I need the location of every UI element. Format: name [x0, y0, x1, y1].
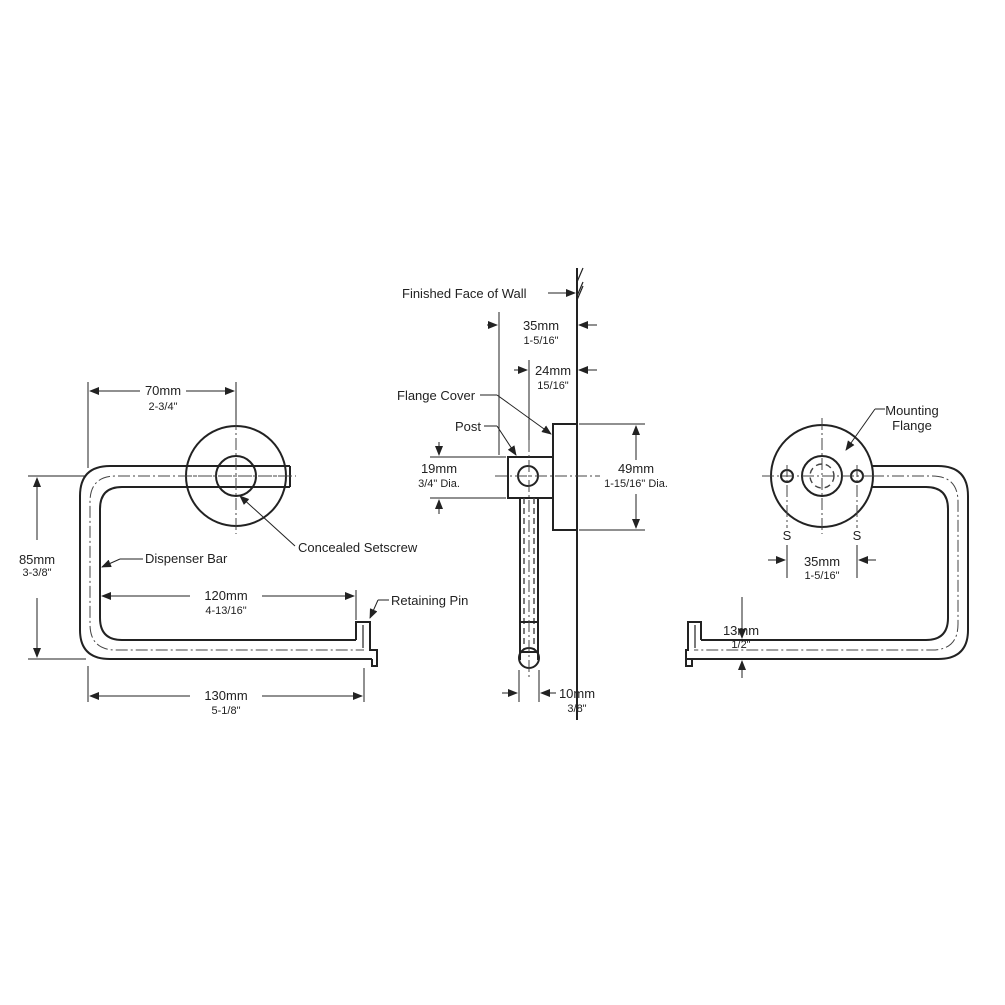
dim-35b-mm: 35mm — [804, 554, 840, 569]
dim-130-mm: 130mm — [204, 688, 247, 703]
dim-35-mm: 35mm — [523, 318, 559, 333]
left-view: 70mm 2-3/4" 85mm 3-3/8" 120mm 4-13/16" 1… — [19, 382, 468, 717]
dim-85-in: 3-3/8" — [23, 567, 52, 579]
dim-70-in: 2-3/4" — [149, 401, 178, 413]
label-concealed-setscrew: Concealed Setscrew — [298, 540, 418, 555]
right-bar-outer — [686, 465, 969, 660]
dim-13-mm: 13mm — [723, 623, 759, 638]
dim-70-mm: 70mm — [145, 383, 181, 398]
dispenser-bar-outer — [79, 465, 372, 660]
dim-10-mm: 10mm — [559, 686, 595, 701]
label-post: Post — [455, 419, 481, 434]
label-s-left: S — [783, 528, 792, 543]
dim-13-in: 1/2" — [731, 639, 750, 651]
dim-35b-in: 1-5/16" — [804, 570, 839, 582]
retaining-pin — [355, 621, 378, 667]
dim-19-mm: 19mm — [421, 461, 457, 476]
flange-cover — [552, 423, 578, 531]
right-bar-inner — [701, 486, 949, 641]
label-dispenser-bar: Dispenser Bar — [145, 551, 228, 566]
dim-24-mm: 24mm — [535, 363, 571, 378]
dispenser-bar-centerline — [89, 475, 364, 651]
dim-130-in: 5-1/8" — [212, 705, 241, 717]
label-mounting: Mounting — [885, 403, 938, 418]
dim-35-in: 1-5/16" — [523, 335, 558, 347]
label-retaining-pin: Retaining Pin — [391, 593, 468, 608]
dim-120-mm: 120mm — [204, 588, 247, 603]
dim-49-mm: 49mm — [618, 461, 654, 476]
dim-19-in: 3/4" Dia. — [418, 478, 460, 490]
dim-49-in: 1-15/16" Dia. — [604, 478, 668, 490]
label-s-right: S — [853, 528, 862, 543]
label-finished-face-of-wall: Finished Face of Wall — [402, 286, 527, 301]
dim-120-in: 4-13/16" — [205, 605, 246, 617]
right-retaining-pin — [685, 621, 702, 667]
dim-10-in: 3/8" — [567, 703, 586, 715]
dim-85-mm: 85mm — [19, 552, 55, 567]
post — [507, 456, 554, 499]
right-view: Mounting Flange S S 35mm 1-5/16" 13mm 1/… — [685, 403, 969, 678]
dim-24-in: 15/16" — [537, 380, 569, 392]
label-flange-cover: Flange Cover — [397, 388, 476, 403]
dispenser-bar-inner — [99, 486, 356, 641]
center-view: Finished Face of Wall 35mm 1-5/16" 24mm … — [397, 267, 668, 720]
label-flange: Flange — [892, 418, 932, 433]
